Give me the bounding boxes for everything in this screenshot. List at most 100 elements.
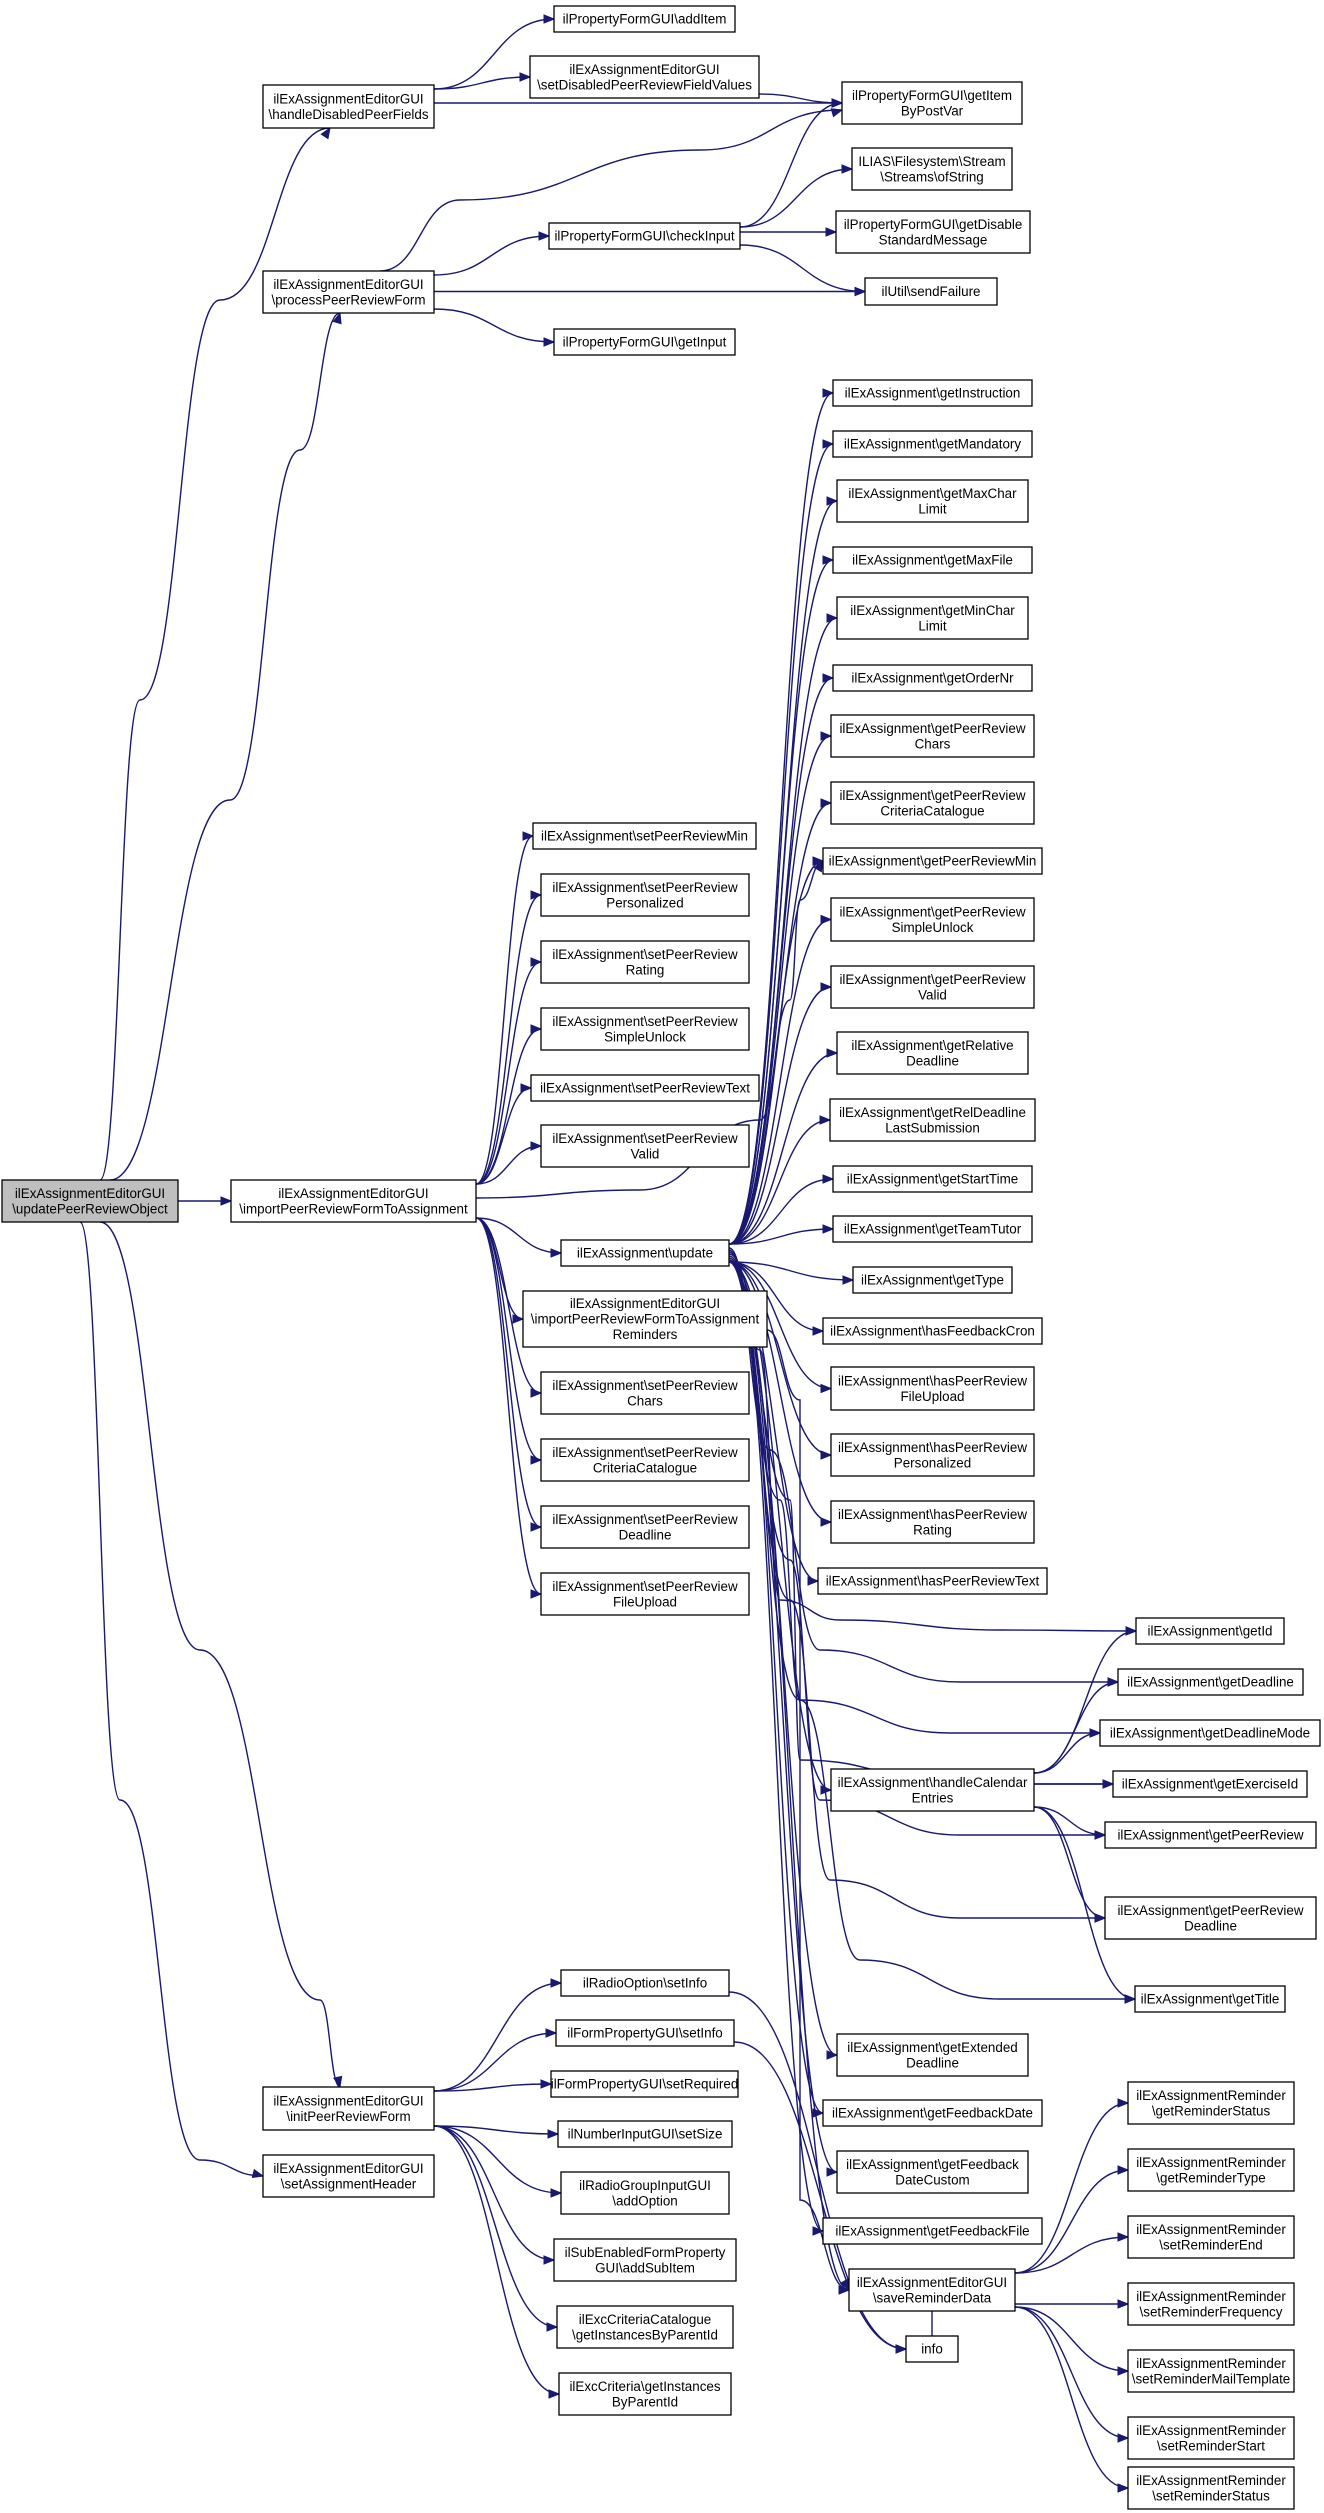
node-box[interactable] — [230, 1179, 477, 1223]
node-box[interactable] — [822, 1317, 1043, 1345]
node-r_setend[interactable]: ilExAssignmentReminder\setReminderEnd — [1127, 2215, 1295, 2259]
node-box[interactable] — [1127, 2416, 1295, 2460]
node-box[interactable] — [558, 2372, 732, 2416]
node-box[interactable] — [822, 2099, 1043, 2127]
node-s_prmin[interactable]: ilExAssignment\setPeerReviewMin — [532, 822, 757, 850]
node-box[interactable] — [829, 1098, 1036, 1142]
node-g_title[interactable]: ilExAssignment\getTitle — [1134, 1985, 1286, 2013]
node-r_gettype[interactable]: ilExAssignmentReminder\getReminderType — [1127, 2148, 1295, 2192]
node-r_setstatus[interactable]: ilExAssignmentReminder\setReminderStatus — [1127, 2466, 1295, 2510]
node-box[interactable] — [1127, 2282, 1295, 2326]
node-box[interactable] — [841, 81, 1023, 125]
node-g_dlmode[interactable]: ilExAssignment\getDeadlineMode — [1099, 1719, 1321, 1747]
node-g_ordernr[interactable]: ilExAssignment\getOrderNr — [832, 664, 1033, 692]
node-srd[interactable]: ilExAssignmentEditorGUI\saveReminderData — [848, 2268, 1016, 2312]
node-box[interactable] — [1127, 2081, 1295, 2125]
node-hdpf[interactable]: ilExAssignmentEditorGUI\handleDisabledPe… — [262, 84, 435, 129]
node-sendfailure[interactable]: ilUtil\sendFailure — [864, 277, 998, 306]
node-g_deadline[interactable]: ilExAssignment\getDeadline — [1117, 1668, 1304, 1696]
node-box[interactable] — [553, 328, 736, 356]
node-g_fbdate[interactable]: ilExAssignment\getFeedbackDate — [822, 2099, 1043, 2127]
node-box[interactable] — [1, 1179, 179, 1223]
node-box[interactable] — [540, 1007, 750, 1051]
node-box[interactable] — [540, 1505, 750, 1549]
node-box[interactable] — [1127, 2349, 1295, 2393]
node-box[interactable] — [832, 379, 1033, 407]
node-g_exid[interactable]: ilExAssignment\getExerciseId — [1112, 1770, 1308, 1798]
node-h_fbcron[interactable]: ilExAssignment\hasFeedbackCron — [822, 1317, 1043, 1345]
node-pf_getinput[interactable]: ilPropertyFormGUI\getInput — [553, 328, 736, 356]
node-box[interactable] — [830, 714, 1035, 758]
node-s_prtext[interactable]: ilExAssignment\setPeerReviewText — [530, 1074, 760, 1102]
node-streams[interactable]: ILIAS\Filesystem\Stream\Streams\ofString — [851, 147, 1013, 191]
node-fp_setreq[interactable]: ilFormPropertyGUI\setRequired — [550, 2070, 739, 2098]
node-box[interactable] — [836, 2033, 1029, 2077]
node-s_prcrit[interactable]: ilExAssignment\setPeerReviewCriteriaCata… — [540, 1438, 750, 1482]
node-box[interactable] — [852, 1266, 1013, 1294]
node-iprf[interactable]: ilExAssignmentEditorGUI\initPeerReviewFo… — [262, 2086, 435, 2131]
node-g_prmin[interactable]: ilExAssignment\getPeerReviewMin — [822, 847, 1043, 875]
node-box[interactable] — [836, 1031, 1029, 1075]
node-box[interactable] — [540, 1371, 750, 1415]
node-info[interactable]: info — [905, 2335, 959, 2363]
node-box[interactable] — [836, 596, 1029, 640]
node-box[interactable] — [830, 1768, 1035, 1812]
node-iprfta[interactable]: ilExAssignmentEditorGUI\importPeerReview… — [230, 1179, 477, 1223]
node-box[interactable] — [830, 897, 1035, 942]
node-ni_setsize[interactable]: ilNumberInputGUI\setSize — [557, 2120, 733, 2148]
node-box[interactable] — [548, 222, 741, 250]
node-box[interactable] — [832, 664, 1033, 692]
node-h_prtext[interactable]: ilExAssignment\hasPeerReviewText — [817, 1567, 1048, 1595]
node-box[interactable] — [848, 2268, 1016, 2312]
node-box[interactable] — [550, 2070, 739, 2098]
node-r_setstart[interactable]: ilExAssignmentReminder\setReminderStart — [1127, 2416, 1295, 2460]
node-box[interactable] — [530, 1074, 760, 1102]
node-box[interactable] — [262, 2086, 435, 2131]
node-box[interactable] — [262, 2154, 435, 2198]
node-box[interactable] — [832, 546, 1033, 574]
node-pf_additem[interactable]: ilPropertyFormGUI\addItem — [553, 5, 736, 33]
node-root[interactable]: ilExAssignmentEditorGUI\updatePeerReview… — [1, 1179, 179, 1223]
node-box[interactable] — [830, 1366, 1035, 1411]
node-box[interactable] — [262, 84, 435, 129]
node-box[interactable] — [1112, 1770, 1308, 1798]
node-box[interactable] — [822, 2217, 1043, 2245]
node-box[interactable] — [836, 479, 1029, 523]
node-box[interactable] — [905, 2335, 959, 2363]
node-box[interactable] — [560, 1969, 730, 1997]
node-g_starttime[interactable]: ilExAssignment\getStartTime — [832, 1165, 1033, 1193]
node-box[interactable] — [560, 1239, 730, 1267]
node-box[interactable] — [540, 940, 750, 984]
node-box[interactable] — [540, 1438, 750, 1482]
node-box[interactable] — [1127, 2148, 1295, 2192]
node-pprf[interactable]: ilExAssignmentEditorGUI\processPeerRevie… — [262, 270, 435, 314]
node-g_maxfile[interactable]: ilExAssignment\getMaxFile — [832, 546, 1033, 574]
node-box[interactable] — [553, 2238, 737, 2282]
node-box[interactable] — [1099, 1719, 1321, 1747]
node-box[interactable] — [1104, 1821, 1317, 1849]
node-g_pr[interactable]: ilExAssignment\getPeerReview — [1104, 1821, 1317, 1849]
node-g_fbfile[interactable]: ilExAssignment\getFeedbackFile — [822, 2217, 1043, 2245]
node-box[interactable] — [1135, 1617, 1285, 1645]
node-sah[interactable]: ilExAssignmentEditorGUI\setAssignmentHea… — [262, 2154, 435, 2198]
node-g_prcrit[interactable]: ilExAssignment\getPeerReviewCriteriaCata… — [830, 781, 1035, 825]
node-box[interactable] — [1117, 1668, 1304, 1696]
node-pf_getdisable[interactable]: ilPropertyFormGUI\getDisableStandardMess… — [835, 210, 1031, 254]
node-box[interactable] — [540, 1572, 750, 1616]
node-pf_checkinput[interactable]: ilPropertyFormGUI\checkInput — [548, 222, 741, 250]
node-box[interactable] — [1127, 2215, 1295, 2259]
node-box[interactable] — [830, 781, 1035, 825]
node-g_id[interactable]: ilExAssignment\getId — [1135, 1617, 1285, 1645]
